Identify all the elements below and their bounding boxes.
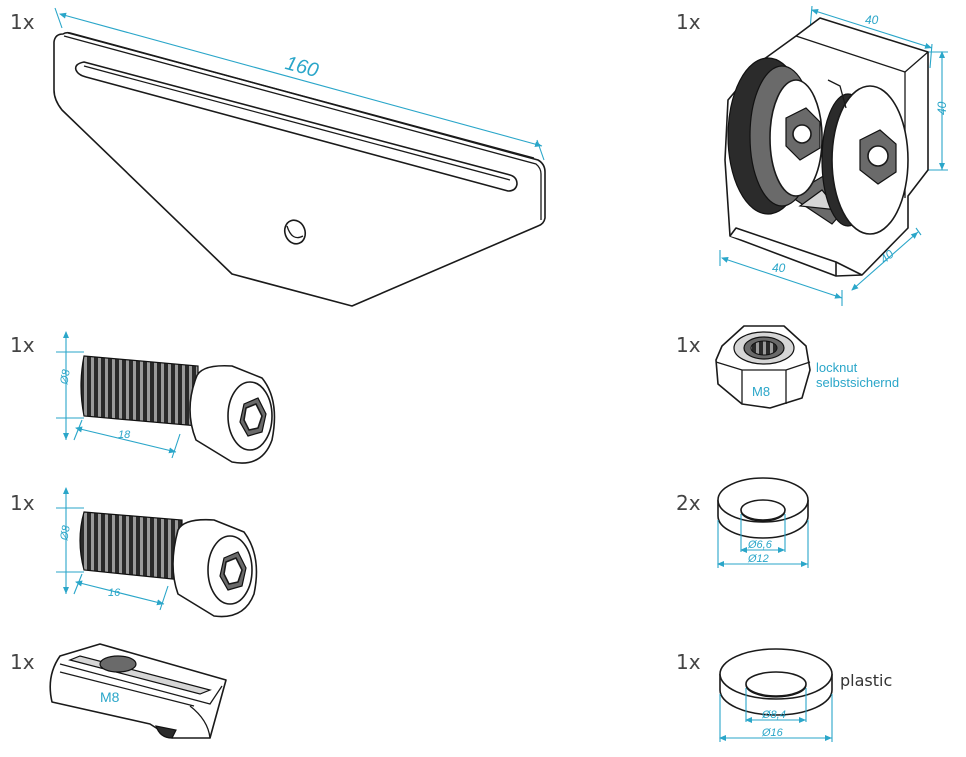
- plate-quantity: 1x: [10, 10, 35, 34]
- washer-small: Ø6,6 Ø12: [717, 477, 809, 568]
- bracket-width-label: 40: [865, 13, 879, 27]
- screw18-diameter-label: Ø8: [58, 368, 73, 386]
- washer-small-outer-label: Ø12: [747, 553, 769, 565]
- washer-small-inner-label: Ø6,6: [747, 539, 773, 551]
- bracket-base-label: 40: [772, 261, 786, 275]
- washer-plastic-inner-label: Ø8,4: [761, 709, 786, 721]
- screw18-length-label: 18: [118, 429, 131, 441]
- screw18-quantity: 1x: [10, 333, 35, 357]
- slotted-plate: 160: [53, 7, 546, 307]
- t-slot-nut: M8: [49, 643, 227, 739]
- washer-plastic-material-label: plastic: [840, 671, 892, 690]
- washer-plastic: Ø8,4 Ø16 plastic: [719, 648, 892, 742]
- bracket-height-label: 40: [935, 101, 949, 115]
- washer-plastic-outer-label: Ø16: [761, 727, 784, 739]
- locknut-caption-line1: locknut: [816, 360, 858, 375]
- tnut-label: M8: [100, 689, 120, 705]
- locknut-caption-line2: selbstsichernd: [816, 375, 899, 390]
- plate-dimension-label: 160: [283, 52, 321, 82]
- angle-bracket: 40 40 40 40: [719, 5, 949, 306]
- cap-screw-18: Ø8 18: [56, 331, 276, 464]
- washer-small-quantity: 2x: [676, 491, 701, 515]
- washer-plastic-quantity: 1x: [676, 650, 701, 674]
- screw16-quantity: 1x: [10, 491, 35, 515]
- bracket-quantity: 1x: [676, 10, 701, 34]
- plate-dimension-line: [59, 12, 543, 148]
- screw16-length-label: 16: [108, 587, 121, 599]
- cap-screw-16: Ø8 16: [56, 487, 258, 618]
- locknut-quantity: 1x: [676, 333, 701, 357]
- locknut-size-label: M8: [752, 384, 770, 399]
- tnut-quantity: 1x: [10, 650, 35, 674]
- locknut: M8 locknut selbstsichernd: [715, 325, 899, 409]
- screw16-diameter-label: Ø8: [58, 524, 73, 542]
